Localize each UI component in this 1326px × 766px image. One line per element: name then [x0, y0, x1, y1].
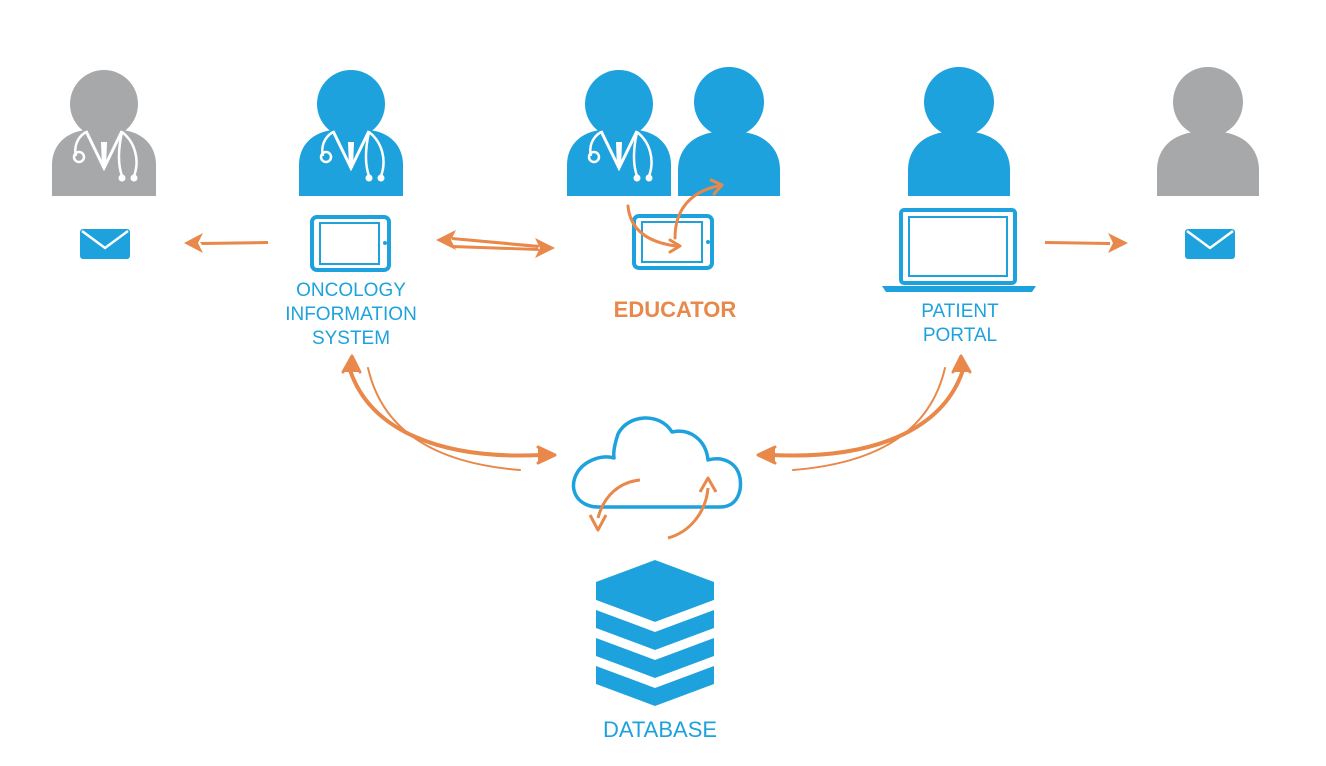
database-icon — [596, 560, 714, 706]
educator-arrows — [626, 178, 724, 254]
educator-patient-icon — [678, 67, 780, 196]
oncology-label-line2: INFORMATION — [285, 304, 417, 325]
arrow-portal-cloud — [756, 354, 972, 471]
oncology-label-line1: ONCOLOGY — [296, 280, 406, 301]
doctor-icon-blue — [299, 70, 403, 196]
patient-portal-label-line1: PATIENT — [921, 301, 999, 322]
patient-icon-gray — [1157, 67, 1259, 196]
patient-icon-blue — [908, 67, 1010, 196]
doctor-icon-gray — [52, 70, 156, 196]
mail-icon-right — [1185, 229, 1235, 259]
mail-icon-left — [80, 229, 130, 259]
oncology-label-line3: SYSTEM — [311, 328, 391, 349]
cloud-icon — [571, 416, 743, 540]
arrow-oncology-to-mail — [184, 233, 268, 253]
educator-doctor-icon — [567, 70, 671, 196]
patient-portal-label-line2: PORTAL — [922, 325, 998, 346]
educator-label: EDUCATOR — [613, 297, 737, 322]
laptop-icon — [882, 208, 1036, 292]
arrow-oncology-educator — [436, 230, 555, 258]
arrow-oncology-cloud — [341, 354, 557, 471]
arrow-portal-to-mail — [1045, 233, 1128, 253]
tablet-icon-oncology — [310, 215, 391, 272]
database-label: DATABASE — [602, 717, 718, 742]
